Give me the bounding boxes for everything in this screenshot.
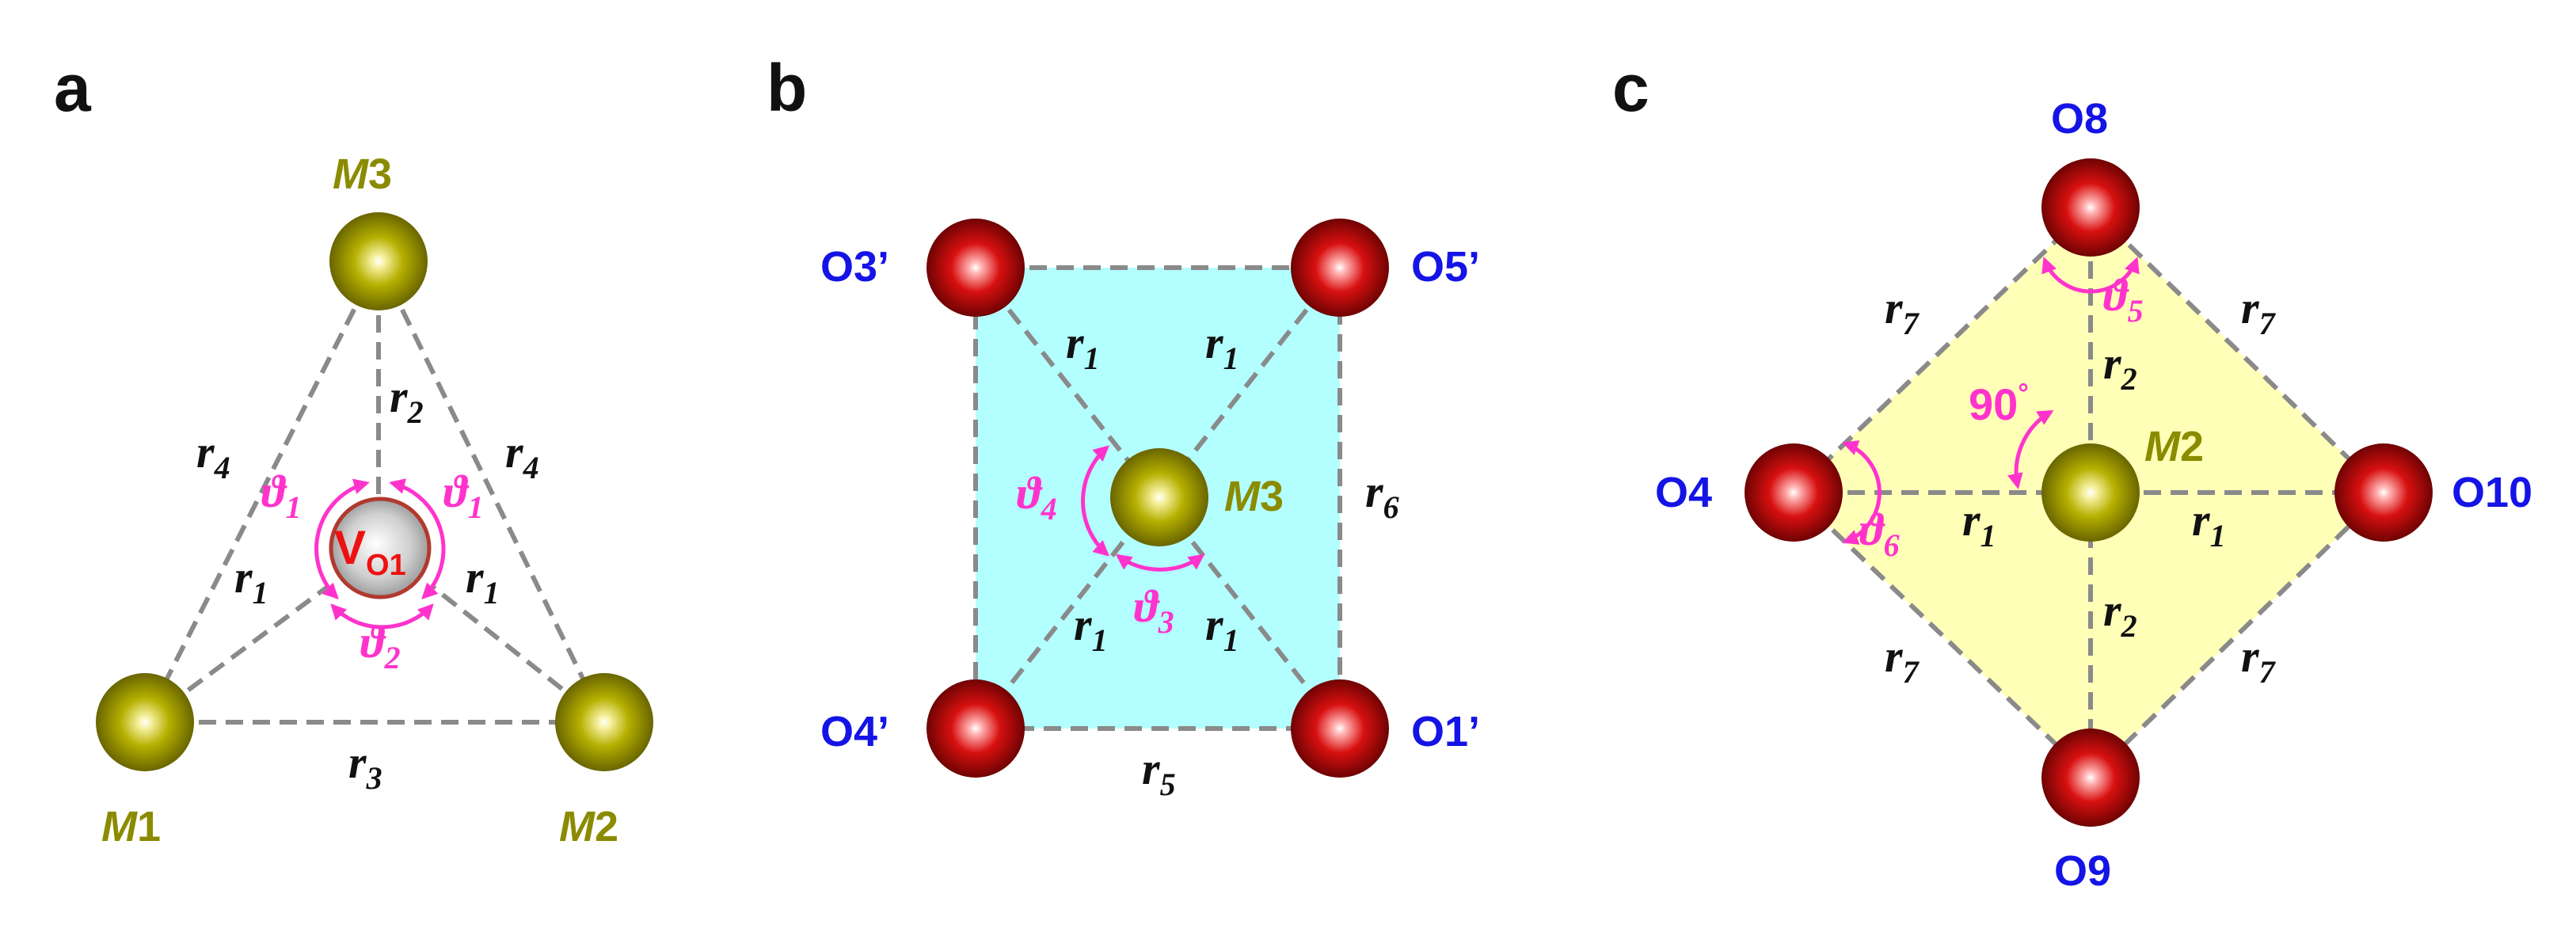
label-r7-top-right: r7: [2241, 282, 2277, 341]
label-theta5: ϑ5: [2103, 269, 2144, 329]
label-theta1-right: ϑ1: [443, 466, 484, 525]
metal-atom-m2: [555, 673, 653, 771]
arc-theta5: [2041, 257, 2140, 294]
label-r3: r3: [348, 736, 382, 796]
label-r7-bottom-left: r7: [1885, 630, 1920, 690]
label-theta3: ϑ3: [1134, 580, 1174, 640]
oxygen-atom-o4: [1745, 443, 1843, 542]
label-m3: M3: [333, 150, 392, 198]
arc-theta3: [1115, 554, 1205, 572]
panel-c: c O8 O4 O10 O9 M2 r7 r7 r7 r7 r2 r2 r1 r…: [1612, 51, 2532, 895]
label-o4: O4’: [820, 708, 889, 755]
label-o3: O3’: [820, 243, 889, 291]
label-theta2: ϑ2: [360, 616, 401, 675]
metal-atom-m3: [1110, 448, 1208, 546]
label-m1: M1: [101, 803, 161, 850]
label-r2-bottom: r2: [2103, 584, 2137, 644]
oxygen-atom-o9: [2041, 729, 2140, 827]
oxygen-atom-o4: [927, 679, 1025, 778]
label-theta4: ϑ4: [1017, 467, 1057, 527]
panel-a: a VO1 M3 M1 M2 r4 r4 r2 r1 r1 r3 ϑ1 ϑ1: [54, 51, 653, 850]
label-r1-bottom-left: r1: [1074, 599, 1108, 658]
panel-a-angle-arcs: [314, 478, 446, 630]
oxygen-atom-o8: [2041, 158, 2140, 257]
label-m3: M3: [1224, 473, 1284, 520]
label-o8: O8: [2051, 95, 2108, 143]
label-r1-left: r1: [1962, 494, 1996, 554]
label-r1-left: r1: [234, 551, 268, 611]
label-theta1-left: ϑ1: [261, 466, 302, 525]
oxygen-atom-o3: [927, 219, 1025, 317]
metal-atom-m2: [2041, 443, 2140, 542]
label-r1-right: r1: [2192, 494, 2226, 554]
label-r2-top: r2: [2103, 337, 2137, 397]
label-o10: O10: [2452, 469, 2532, 516]
label-r6: r6: [1365, 466, 1399, 525]
label-r7-top-left: r7: [1885, 282, 1920, 341]
oxygen-atom-o1: [1291, 679, 1389, 778]
label-right-angle: 90°: [1969, 379, 2029, 429]
oxygen-atom-o5: [1291, 219, 1389, 317]
label-theta6: ϑ6: [1859, 504, 1900, 563]
bond-diagonal-1: [973, 266, 1342, 730]
bond-m3-m2: [376, 260, 607, 724]
label-r5: r5: [1142, 743, 1176, 802]
bond-m3-m1: [143, 260, 381, 724]
bond-diagonal-2: [973, 266, 1342, 730]
arc-theta1-right: [389, 478, 446, 599]
label-m2: M2: [2144, 423, 2204, 470]
vacancy-label: VO1: [334, 521, 406, 582]
arc-theta2: [330, 603, 434, 630]
arc-theta6: [1842, 440, 1882, 545]
arc-theta1-left: [314, 478, 370, 599]
oxygen-atom-o10: [2334, 443, 2433, 542]
metal-atom-m1: [96, 673, 194, 771]
panel-label-a: a: [54, 51, 92, 125]
label-r4-left: r4: [196, 426, 230, 485]
label-r1-right: r1: [466, 551, 500, 611]
label-r1-top-right: r1: [1205, 317, 1239, 376]
label-o4: O4: [1655, 469, 1712, 516]
label-r1-top-left: r1: [1066, 317, 1100, 376]
label-m2: M2: [559, 803, 618, 850]
label-o5: O5’: [1411, 243, 1480, 291]
vacancy-site: [329, 497, 432, 599]
label-o1: O1’: [1411, 708, 1480, 755]
panel-label-c: c: [1612, 51, 1649, 125]
panel-label-b: b: [767, 51, 807, 125]
metal-atom-m3: [329, 212, 428, 310]
label-o9: O9: [2054, 847, 2111, 895]
arc-right-angle: [2007, 409, 2054, 489]
label-r1-bottom-right: r1: [1205, 599, 1239, 658]
label-r7-bottom-right: r7: [2241, 630, 2277, 690]
label-r2: r2: [390, 371, 424, 430]
label-r4-right: r4: [505, 426, 539, 485]
panel-b: b O3’ O5’ O4’ O1’ M3 r1 r1 r1 r1 r5 r6 ϑ…: [767, 51, 1480, 802]
panel-b-frame: [973, 265, 1342, 731]
arc-theta4: [1081, 445, 1109, 557]
